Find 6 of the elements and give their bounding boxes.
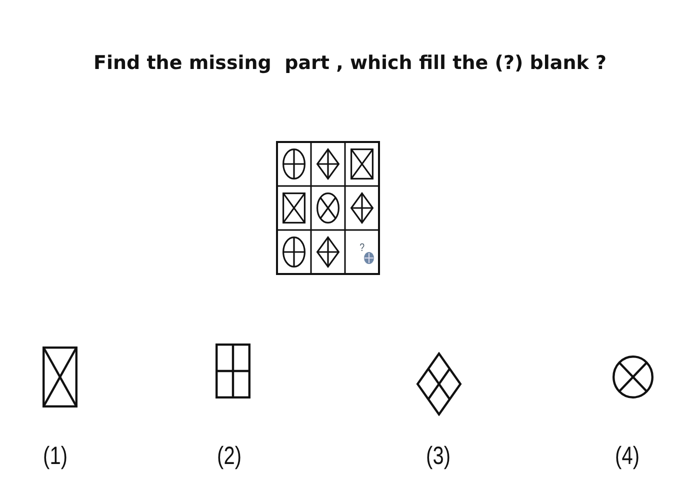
option-number: (1) — [43, 442, 68, 471]
option-number: (4) — [615, 442, 640, 471]
option-number: (3) — [426, 442, 450, 471]
question-mark: ? — [360, 242, 364, 254]
question-title: Find the missing part , which fill the (?) blank ? — [92, 52, 608, 74]
option-number: (2) — [217, 442, 242, 471]
